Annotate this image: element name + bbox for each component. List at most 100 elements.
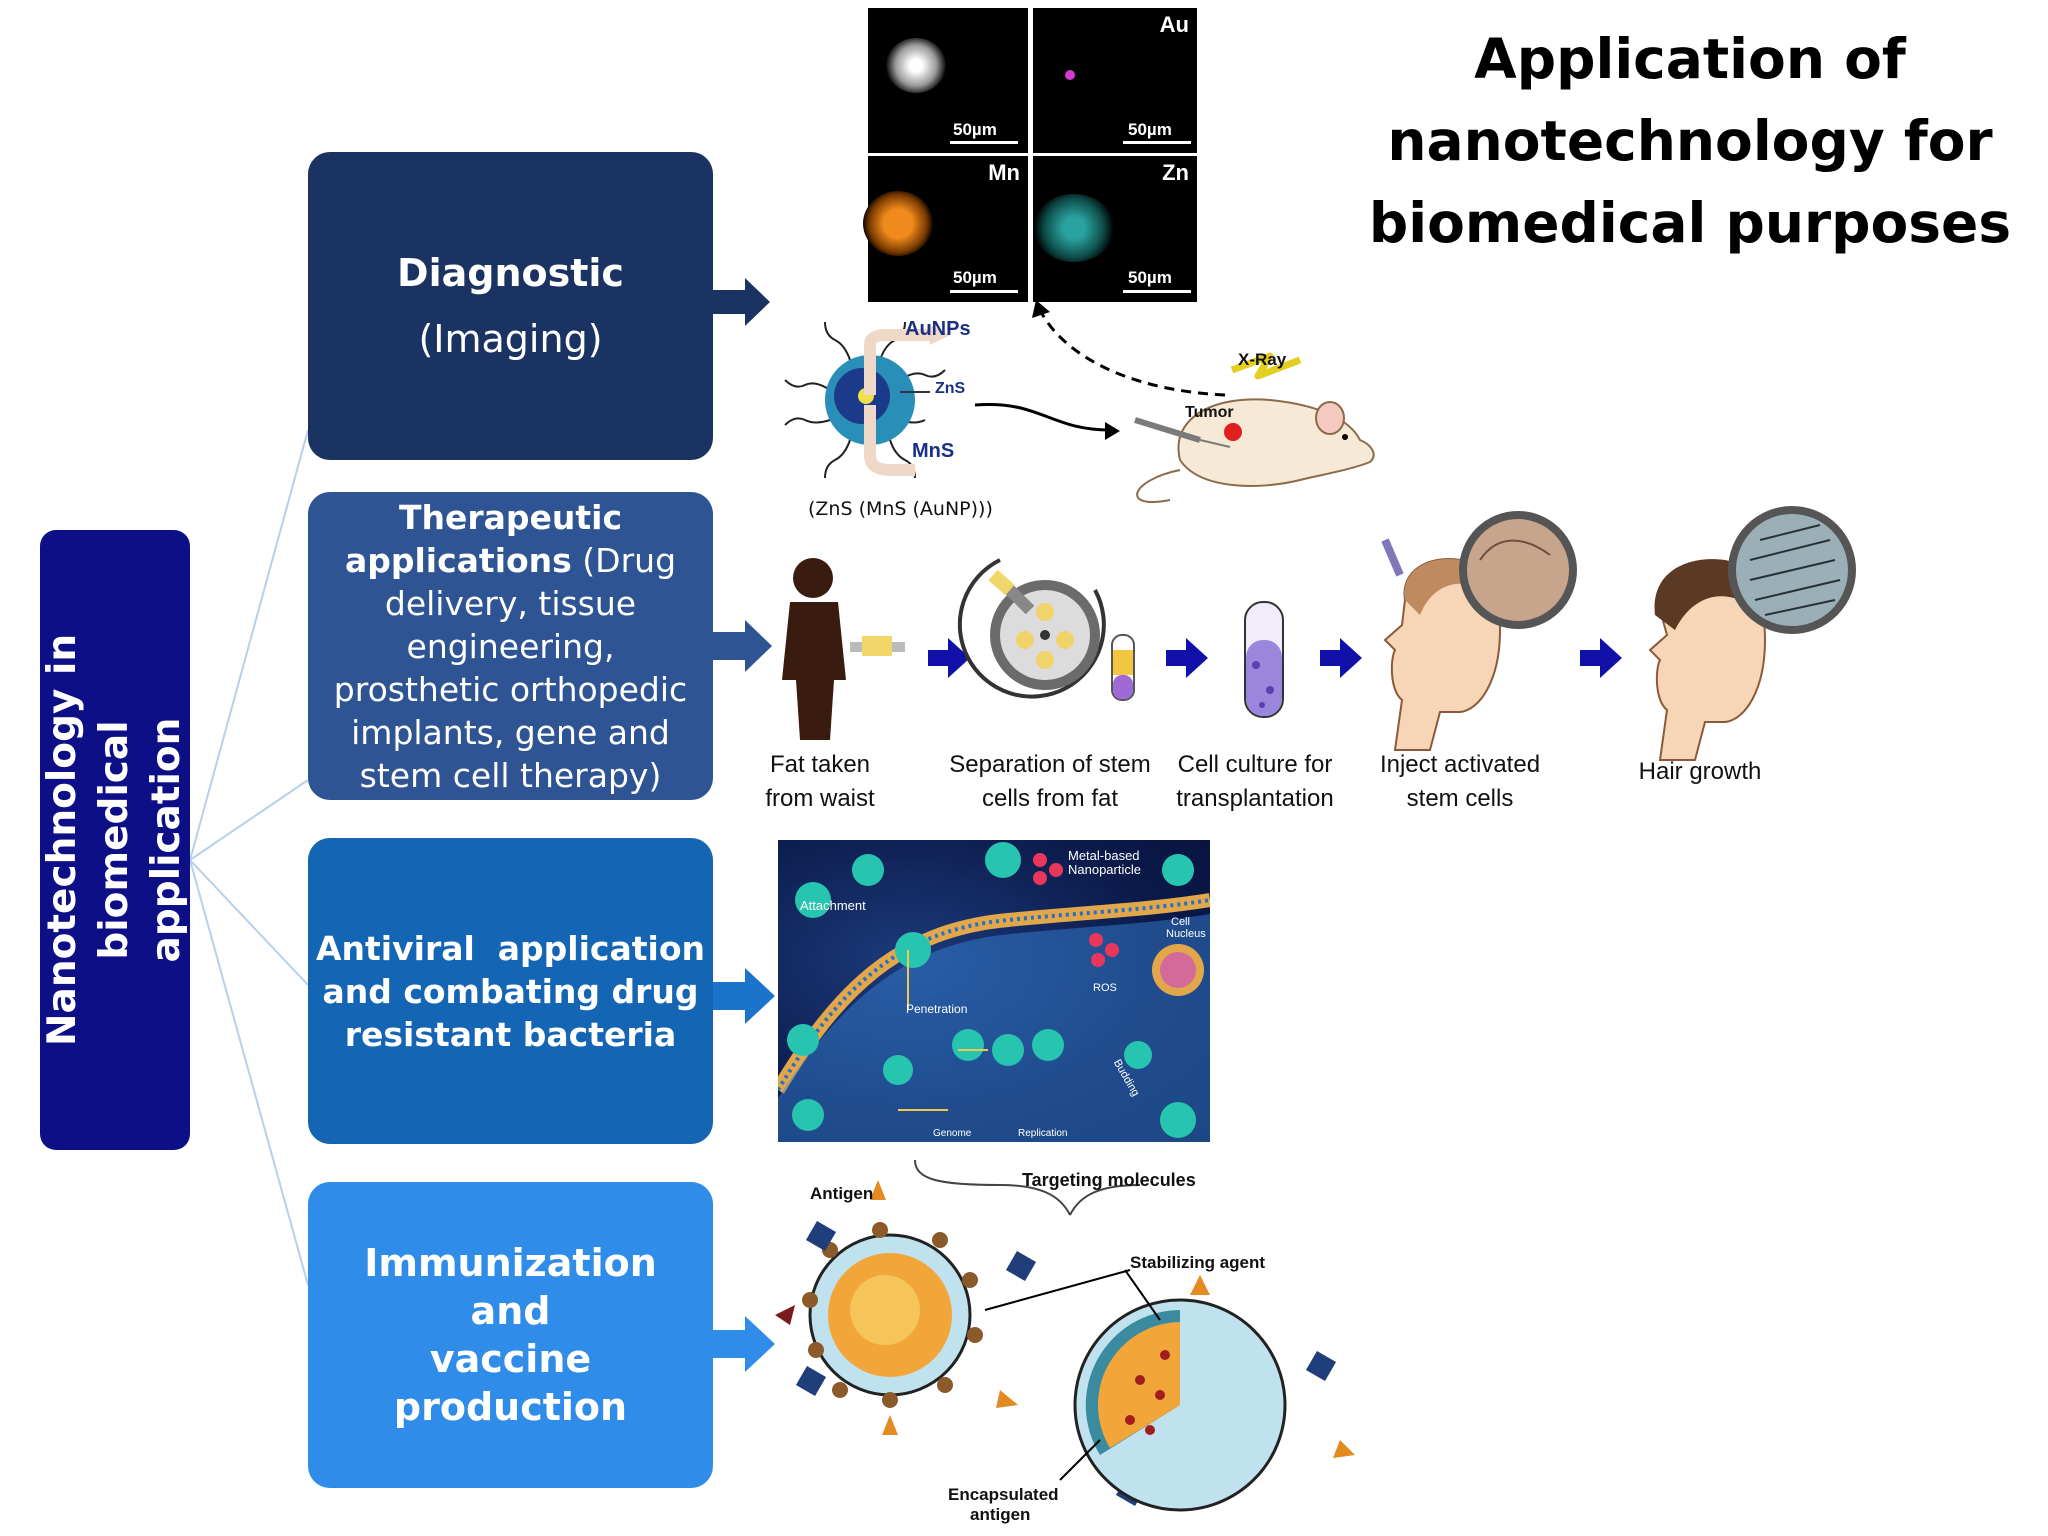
immunization-box: Immunization and vaccine production [308,1182,713,1488]
therapeutic-bold-word: applications [344,540,572,580]
label-xray: X-Ray [1238,350,1287,369]
therapeutic-line-6: implants, gene and [351,712,670,752]
therapeutic-box: Therapeutic applications (Drug delivery,… [308,492,713,800]
head-inject-illustration [1381,511,1577,751]
step-arrow-1 [928,638,970,678]
step-3-line-1: Cell culture for [1177,751,1333,778]
antiviral-figure: Metal-based Nanoparticle Attachment Cell… [778,840,1210,1142]
label-tumor: Tumor [1185,404,1234,421]
step-2-line-2: cells from fat [981,785,1119,812]
connector-line-therapeutic [189,779,309,861]
connector-line-antiviral [189,859,309,986]
label-genome: Genome [933,1128,972,1139]
connector-line-diagnostic [189,429,309,861]
diagnostic-box: Diagnostic (Imaging) [308,152,713,460]
label-encapsulated-2: antigen [970,1505,1031,1524]
label-attachment: Attachment [800,898,866,913]
therapeutic-line-2-rest: (Drug [571,540,677,580]
scale-label-1: 50µm [953,120,997,139]
label-replication: Replication [1018,1128,1068,1139]
label-mns: MnS [912,440,955,462]
root-label-line-1: Nanotechnology in biomedical [40,633,137,1047]
micro-panel-zn: Zn 50µm [1033,156,1197,302]
antiviral-line-2: and combating drug [322,971,699,1011]
step-3-line-2: transplantation [1176,785,1334,812]
micro-label-zn: Zn [1162,160,1189,185]
step-arrow-2 [1166,638,1208,678]
antiviral-box: Antiviral application and combating drug… [308,838,713,1144]
label-aunps: AuNPs [905,318,971,340]
step-4-line-1: Inject activated [1379,751,1541,778]
diagnostic-title: Diagnostic [397,251,624,295]
therapeutic-line-7: stem cell therapy) [359,755,662,795]
therapeutic-line-4: engineering, [406,626,615,666]
diagnostic-subtitle: (Imaging) [418,317,603,361]
step-5-line-1: Hair growth [1638,758,1762,785]
arrow-therapeutic [713,620,772,672]
step-2-line-1: Separation of stem [949,751,1151,778]
test-tube-illustration [1244,601,1284,718]
therapeutic-line-2: applications (Drug [345,539,676,582]
title-line-2: nanotechnology for [1387,109,1993,173]
scale-label-3: 50µm [953,268,997,287]
label-stabilizing-agent: Stabilizing agent [1130,1253,1266,1272]
arrow-immunization [713,1316,775,1372]
label-antigen: Antigen [810,1184,874,1203]
step-caption-hair: Hair growth [1600,755,1800,789]
step-arrow-4 [1580,638,1622,678]
step-caption-culture: Cell culture for transplantation [1160,748,1350,816]
therapeutic-line-5: prosthetic orthopedic [333,669,688,709]
root-node: Nanotechnology in biomedical application [40,530,190,1150]
antiviral-line-1: Antiviral application [316,928,705,968]
micro-label-au: Au [1159,12,1189,37]
step-1-line-2: from waist [765,785,875,812]
label-targeting-molecules: Targeting molecules [1022,1170,1196,1190]
page-title: Application of nanotechnology for biomed… [1340,18,2040,264]
label-cell: Cell [1171,916,1190,928]
micro-bright-spot [886,38,946,93]
label-penetration: Penetration [906,1002,968,1016]
step-1-line-1: Fat taken [769,751,871,778]
label-metal-np-1: Metal-based [1068,848,1140,863]
centrifuge-illustration [957,558,1135,701]
therapeutic-line-1: Therapeutic [398,497,623,537]
antiviral-line-3: resistant bacteria [344,1014,677,1054]
label-encapsulated-1: Encapsulated [948,1485,1059,1504]
scale-label-4: 50µm [1128,268,1172,287]
title-line-3: biomedical purposes [1368,191,2012,255]
vaccine-illustration [775,1159,1355,1512]
dashed-return-arrow [1038,309,1226,397]
immunization-line-2: vaccine production [393,1337,628,1429]
step-arrows [928,638,1622,678]
label-ros: ROS [1093,982,1117,994]
step-arrow-3 [1320,638,1362,678]
box-arrows [713,278,775,1372]
connector-line-immunization [189,859,309,1286]
title-line-1: Application of [1474,27,1906,91]
imaging-nanoparticle [784,321,1120,479]
root-label-line-2: application [144,717,189,963]
label-nucleus: Nucleus [1166,928,1206,940]
micro-panel-au: Au 50µm [1033,8,1197,153]
immunization-line-1: Immunization and [364,1241,657,1333]
label-zns: ZnS [935,380,966,397]
antiviral-drawing [778,842,1210,1142]
arrow-antiviral [713,968,775,1024]
micro-panel-mn: Mn 50µm [863,156,1028,302]
root-label: Nanotechnology in biomedical application [37,540,193,1140]
step-4-line-2: stem cells [1406,785,1514,812]
person-silhouette [782,558,905,740]
arrow-diagnostic [713,278,770,326]
micro-panel-bright: 50µm [868,8,1028,153]
label-formula: (ZnS (MnS (AuNP))) [808,498,993,520]
scale-label-2: 50µm [1128,120,1172,139]
step-caption-fat: Fat taken from waist [745,748,895,816]
mouse-illustration [1134,352,1375,503]
step-caption-inject: Inject activated stem cells [1360,748,1560,816]
label-metal-np-2: Nanoparticle [1068,862,1141,877]
step-caption-separation: Separation of stem cells from fat [940,748,1160,816]
micro-label-mn: Mn [988,160,1020,185]
head-hair-illustration [1648,506,1856,761]
therapeutic-line-3: delivery, tissue [384,583,637,623]
